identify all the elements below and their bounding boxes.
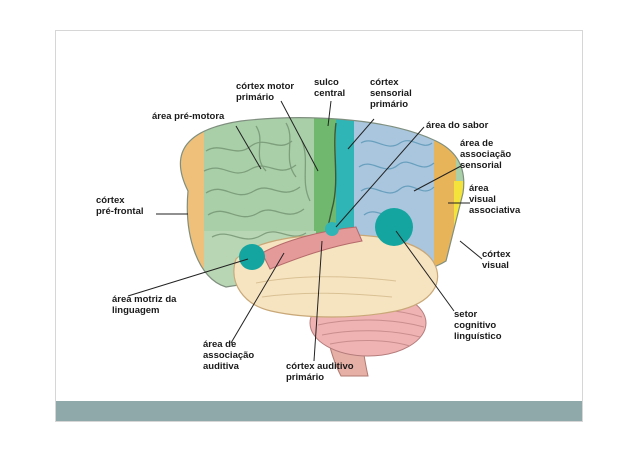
taste-area-spot: [325, 222, 339, 236]
slide: córtex motor primário sulco central córt…: [55, 30, 583, 422]
label-visual-association-area: área visual associativa: [469, 183, 521, 216]
label-sensory-association-area: área de associação sensorial: [460, 138, 512, 171]
label-prefrontal-cortex: córtex pré-frontal: [96, 195, 144, 217]
label-premotor-area: área pré-motora: [152, 111, 225, 122]
cognitive-linguistic-spot: [375, 208, 413, 246]
prefrontal-region: [180, 117, 204, 287]
footer-bar: [56, 401, 582, 421]
label-primary-auditory-cortex: córtex auditivo primário: [286, 361, 354, 383]
label-central-sulcus: sulco central: [314, 77, 346, 99]
label-cognitive-linguistic-sector: setor cognitivo linguístico: [454, 309, 502, 342]
label-visual-cortex: córtex visual: [482, 249, 511, 271]
label-taste-area: área do sabor: [426, 120, 489, 131]
primary-auditory-cortex: [261, 226, 363, 270]
language-motor-area-spot: [239, 244, 265, 270]
label-sensory-cortex: córtex sensorial primário: [370, 77, 412, 110]
label-language-motor-area: área motriz da linguagem: [112, 294, 177, 316]
label-auditory-association-area: área de associação auditiva: [203, 339, 255, 372]
brain-diagram: [127, 100, 483, 377]
label-motor-cortex: córtex motor primário: [236, 81, 295, 103]
cerebrum-outline: [179, 117, 465, 288]
